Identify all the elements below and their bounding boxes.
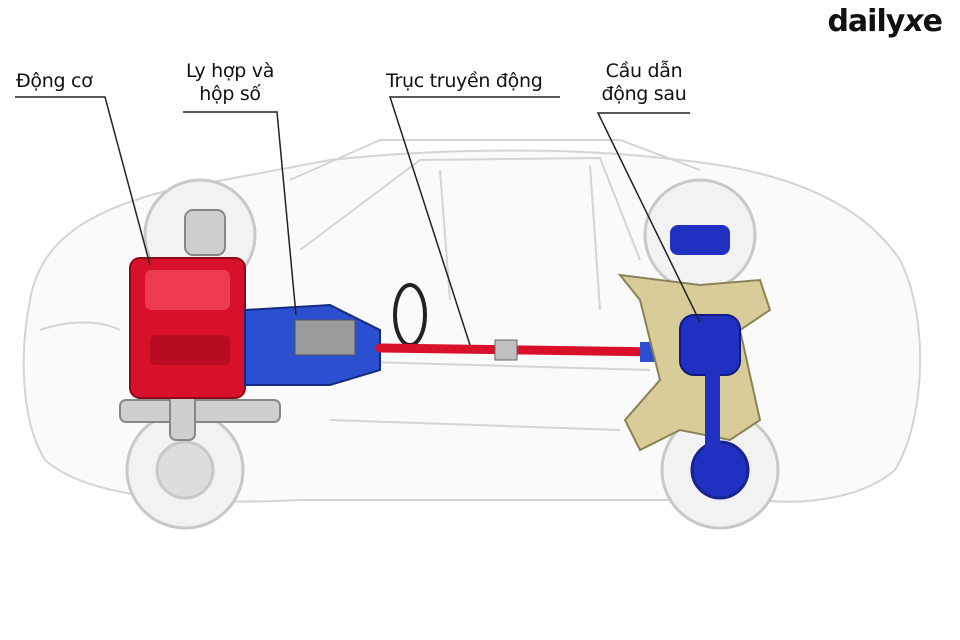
rear-axle [617, 225, 772, 460]
leader-lines [15, 96, 701, 346]
label-clutch-line1: Ly hợp và [185, 60, 275, 82]
label-rear-axle-line2: động sau [601, 83, 687, 105]
label-rear-axle-line1: Cầu dẫn [605, 60, 683, 82]
label-clutch-line2: hộp số [199, 83, 261, 105]
transmission [244, 283, 427, 386]
front-suspension [119, 209, 281, 441]
engine [129, 257, 246, 399]
label-driveshaft: Trục truyền động [386, 70, 543, 92]
label-clutch-gearbox: Ly hợp và hộp số [178, 60, 282, 106]
label-rear-axle: Cầu dẫn động sau [592, 60, 696, 106]
label-engine: Động cơ [16, 70, 93, 92]
dailyxe-logo: dailyxe [827, 4, 943, 39]
